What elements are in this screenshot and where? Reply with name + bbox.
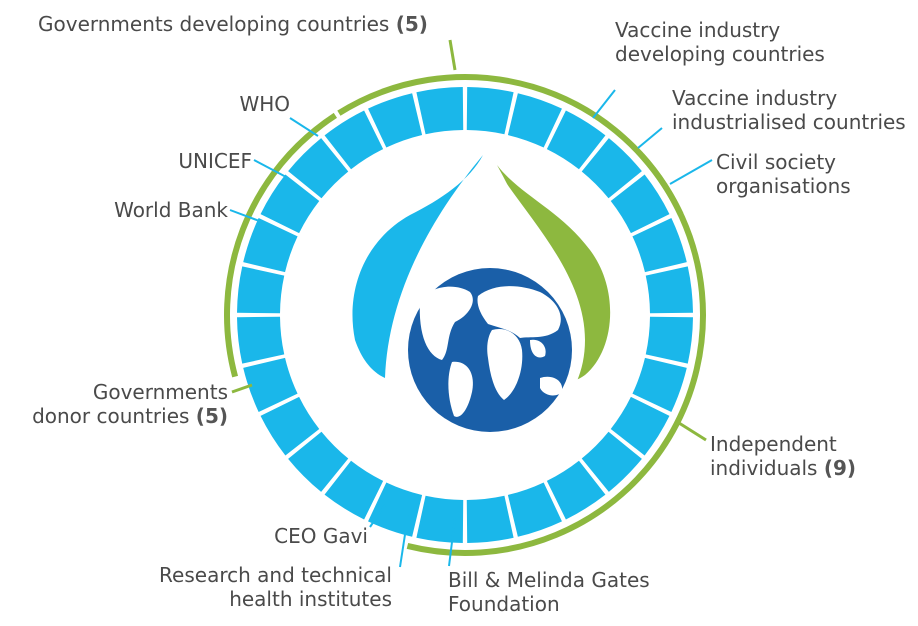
- board-seat-segment: [645, 316, 693, 364]
- board-seat-segment: [546, 110, 606, 170]
- board-seat-segment: [610, 396, 670, 456]
- label-who: WHO: [190, 92, 290, 116]
- board-seat-segment: [324, 460, 384, 520]
- leader-research: [399, 514, 409, 568]
- label-gates-foundation: Bill & Melinda Gates Foundation: [448, 568, 650, 616]
- leader-who: [289, 117, 319, 137]
- board-seat-segment: [581, 431, 642, 492]
- board-seat-segment: [466, 87, 514, 135]
- board-seat-segment: [416, 495, 464, 543]
- leader-gov-developing: [448, 39, 457, 71]
- leader-vaccine-ind: [637, 127, 663, 149]
- board-seat-segment: [507, 93, 562, 148]
- label-gates-line1: Bill & Melinda Gates: [448, 568, 650, 592]
- label-civil-society: Civil society organisations: [716, 150, 851, 198]
- label-ceo-text: CEO Gavi: [274, 524, 368, 548]
- board-seat-segment: [581, 138, 642, 199]
- board-seat-segment: [610, 174, 670, 234]
- leader-unicef: [253, 159, 289, 179]
- label-civil-line1: Civil society: [716, 150, 837, 174]
- board-seat-segment: [416, 87, 464, 135]
- label-gov-donor-count: (5): [195, 404, 228, 428]
- label-research-institutes: Research and technical health institutes: [120, 563, 392, 611]
- label-vaccine-dev-line1: Vaccine industry: [615, 18, 781, 42]
- leader-civil: [669, 159, 713, 185]
- label-independent-line2: individuals: [710, 456, 818, 480]
- water-drop-globe-icon: [352, 155, 611, 438]
- label-governments-donor: Governments donor countries (5): [8, 380, 228, 428]
- leader-ceo: [369, 504, 386, 528]
- leader-independent: [678, 421, 707, 442]
- board-seat-segment: [368, 93, 423, 148]
- board-seat-segment: [645, 266, 693, 314]
- label-ceo-gavi: CEO Gavi: [200, 524, 368, 548]
- label-research-line2: health institutes: [229, 587, 392, 611]
- label-gates-line2: Foundation: [448, 592, 560, 616]
- board-seat-segment: [260, 174, 320, 234]
- label-world-bank-text: World Bank: [114, 198, 228, 222]
- board-seat-segment: [243, 357, 298, 412]
- label-vaccine-industry-developing: Vaccine industry developing countries: [615, 18, 825, 66]
- label-unicef: UNICEF: [140, 149, 252, 173]
- bracket-independent-individuals: [406, 153, 706, 556]
- board-seat-segment: [237, 266, 285, 314]
- leader-gov-donor: [231, 383, 253, 394]
- label-vaccine-dev-line2: developing countries: [615, 42, 825, 66]
- leader-vaccine-dev: [592, 89, 616, 119]
- label-vaccine-ind-line2: industrialised countries: [672, 110, 906, 134]
- board-seat-segment: [324, 110, 384, 170]
- board-seat-segment: [546, 460, 606, 520]
- board-seat-segment: [237, 316, 285, 364]
- board-seat-segment: [243, 218, 298, 273]
- board-seat-segment: [466, 495, 514, 543]
- leader-world-bank: [229, 209, 263, 223]
- label-governments-developing-text: Governments developing countries: [38, 12, 390, 36]
- label-research-line1: Research and technical: [159, 563, 392, 587]
- label-independent-individuals: Independent individuals (9): [710, 432, 856, 480]
- label-vaccine-industry-industrialised: Vaccine industry industrialised countrie…: [672, 86, 906, 134]
- leader-lines: [229, 39, 713, 568]
- bracket-governments-donor: [224, 112, 338, 378]
- label-unicef-text: UNICEF: [178, 149, 252, 173]
- board-seat-segment: [288, 138, 349, 199]
- label-independent-count: (9): [823, 456, 857, 480]
- label-governments-developing: Governments developing countries (5): [38, 12, 428, 36]
- board-seat-segment: [632, 357, 687, 412]
- board-seat-segment: [288, 431, 349, 492]
- board-seat-segment: [507, 482, 562, 537]
- leader-gates: [448, 517, 456, 567]
- label-who-text: WHO: [239, 92, 290, 116]
- board-seat-segment: [632, 218, 687, 273]
- board-seat-ring: [234, 84, 696, 546]
- board-seat-segment: [260, 396, 320, 456]
- ring-background: [234, 84, 696, 546]
- label-independent-line1: Independent: [710, 432, 837, 456]
- label-gov-donor-line2: donor countries: [32, 404, 190, 428]
- label-vaccine-ind-line1: Vaccine industry: [672, 86, 838, 110]
- label-governments-developing-count: (5): [395, 12, 428, 36]
- board-seat-segment: [368, 482, 423, 537]
- label-gov-donor-line1: Governments: [92, 380, 228, 404]
- label-civil-line2: organisations: [716, 174, 851, 198]
- label-world-bank: World Bank: [70, 198, 228, 222]
- constituency-brackets: [224, 74, 706, 556]
